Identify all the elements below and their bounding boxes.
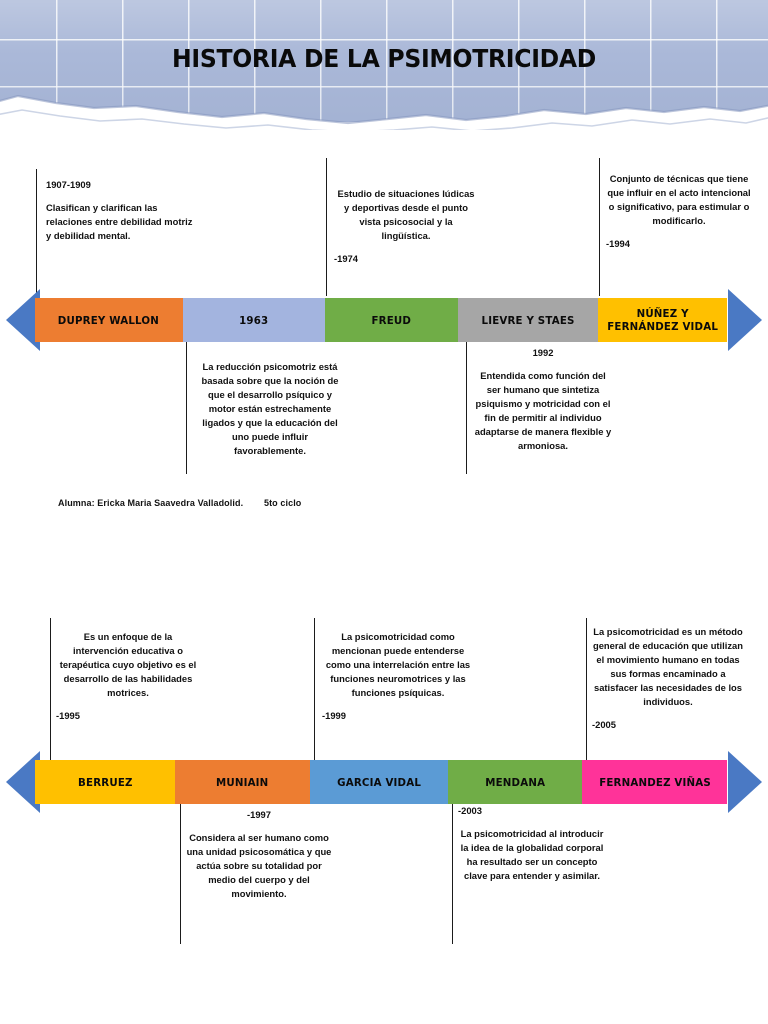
- segment-label: GARCIA VIDAL: [337, 775, 421, 789]
- event-year: -1997: [247, 809, 271, 820]
- event-text: Conjunto de técnicas que tiene que influ…: [607, 173, 751, 226]
- segment-label: MUNIAIN: [216, 775, 269, 789]
- timeline-arrow-right-icon: [728, 289, 762, 351]
- segment-label: LIEVRE Y STAES: [481, 313, 575, 327]
- event-year: -1994: [606, 238, 630, 249]
- connector-line: [36, 169, 38, 296]
- connector-line: [50, 618, 52, 781]
- segment-label: MENDANA: [485, 775, 546, 789]
- event-year: -1995: [56, 710, 80, 721]
- event-text: La psicomotricidad como mencionan puede …: [325, 631, 471, 698]
- event-text: Estudio de situaciones lúdicas y deporti…: [337, 188, 475, 241]
- timeline-2-bar-row: BERRUEZ MUNIAIN GARCIA VIDAL MENDANA FER…: [0, 751, 768, 813]
- event-text: La psicomotricidad al introducir la idea…: [460, 828, 604, 881]
- timeline-section-2: Es un enfoque de la intervención educati…: [0, 612, 768, 952]
- connector-line: [452, 804, 454, 944]
- timeline-arrow-right-icon: [728, 751, 762, 813]
- timeline-1-segment-3[interactable]: LIEVRE Y STAES: [457, 298, 598, 342]
- connector-line: [599, 158, 601, 296]
- segment-label: 1963: [239, 313, 269, 327]
- connector-line: [180, 804, 182, 944]
- timeline-2-segment-4[interactable]: FERNANDEZ VIÑAS: [582, 760, 727, 804]
- event-text: Entendida como función del ser humano qu…: [474, 370, 612, 451]
- page-title: HISTORIA DE LA PSIMOTRICIDAD: [171, 44, 597, 73]
- event-year: -2003: [458, 805, 482, 816]
- timeline-1-segment-4[interactable]: NÚÑEZ Y FERNÁNDEZ VIDAL: [597, 298, 727, 342]
- timeline-2-above-block-0: Es un enfoque de la intervención educati…: [56, 630, 200, 723]
- segment-label: BERRUEZ: [77, 775, 133, 789]
- timeline-1-segment-2[interactable]: FREUD: [324, 298, 458, 342]
- event-year: 1907-1909: [46, 179, 91, 190]
- segment-label: FREUD: [371, 313, 411, 327]
- event-year: -1999: [322, 710, 346, 721]
- page-header: HISTORIA DE LA PSIMOTRICIDAD: [0, 0, 768, 130]
- connector-line: [586, 618, 588, 781]
- timeline-1-bar: DUPREY WALLON 1963 FREUD LIEVRE Y STAES …: [35, 298, 727, 342]
- event-text: La psicomotricidad es un método general …: [592, 626, 744, 707]
- timeline-1-below-block-0: La reducción psicomotriz está basada sob…: [196, 360, 344, 458]
- event-text: Clasifican y clarifican las relaciones e…: [46, 202, 193, 241]
- timeline-1-segment-1[interactable]: 1963: [182, 298, 325, 342]
- segment-label: DUPREY WALLON: [58, 313, 160, 327]
- timeline-arrow-left-icon: [6, 751, 40, 813]
- timeline-2-segment-2[interactable]: GARCIA VIDAL: [310, 760, 449, 804]
- timeline-section-1: 1907-1909 Clasifican y clarifican las re…: [0, 155, 768, 485]
- timeline-1-segment-0[interactable]: DUPREY WALLON: [35, 298, 183, 342]
- timeline-arrow-left-icon: [6, 289, 40, 351]
- event-year: -1974: [334, 253, 358, 264]
- timeline-2-segment-1[interactable]: MUNIAIN: [174, 760, 311, 804]
- timeline-2-above-block-2: La psicomotricidad es un método general …: [592, 625, 744, 732]
- segment-label: NÚÑEZ Y FERNÁNDEZ VIDAL: [606, 307, 718, 333]
- connector-line: [326, 158, 328, 296]
- connector-line: [466, 342, 468, 474]
- timeline-1-bar-row: DUPREY WALLON 1963 FREUD LIEVRE Y STAES …: [0, 289, 768, 351]
- connector-line: [186, 342, 188, 474]
- timeline-1-above-block-1: Estudio de situaciones lúdicas y deporti…: [334, 187, 478, 266]
- timeline-2-bar: BERRUEZ MUNIAIN GARCIA VIDAL MENDANA FER…: [35, 760, 727, 804]
- torn-paper-edge: [0, 94, 768, 130]
- segment-label: FERNANDEZ VIÑAS: [598, 775, 711, 789]
- timeline-2-below-block-1: -2003 La psicomotricidad al introducir l…: [458, 804, 606, 883]
- grid-paper-background: [0, 0, 768, 122]
- timeline-1-above-block-2: Conjunto de técnicas que tiene que influ…: [606, 172, 752, 251]
- event-text: La reducción psicomotriz está basada sob…: [201, 361, 339, 456]
- connector-line: [314, 618, 316, 781]
- event-text: Es un enfoque de la intervención educati…: [59, 631, 197, 698]
- student-credit: Alumna: Ericka Maria Saavedra Valladolid…: [58, 498, 302, 508]
- timeline-2-below-block-0: -1997 Considera al ser humano como una u…: [186, 808, 332, 901]
- timeline-1-below-block-1: 1992 Entendida como función del ser huma…: [472, 346, 614, 453]
- timeline-2-above-block-1: La psicomotricidad como mencionan puede …: [322, 630, 474, 723]
- timeline-2-segment-0[interactable]: BERRUEZ: [35, 760, 175, 804]
- timeline-1-above-block-0: 1907-1909 Clasifican y clarifican las re…: [46, 178, 196, 243]
- header-sheen-overlay: [0, 0, 768, 122]
- event-year: 1992: [532, 347, 554, 358]
- timeline-2-segment-3[interactable]: MENDANA: [448, 760, 583, 804]
- event-year: -2005: [592, 719, 616, 730]
- event-text: Considera al ser humano como una unidad …: [186, 832, 332, 899]
